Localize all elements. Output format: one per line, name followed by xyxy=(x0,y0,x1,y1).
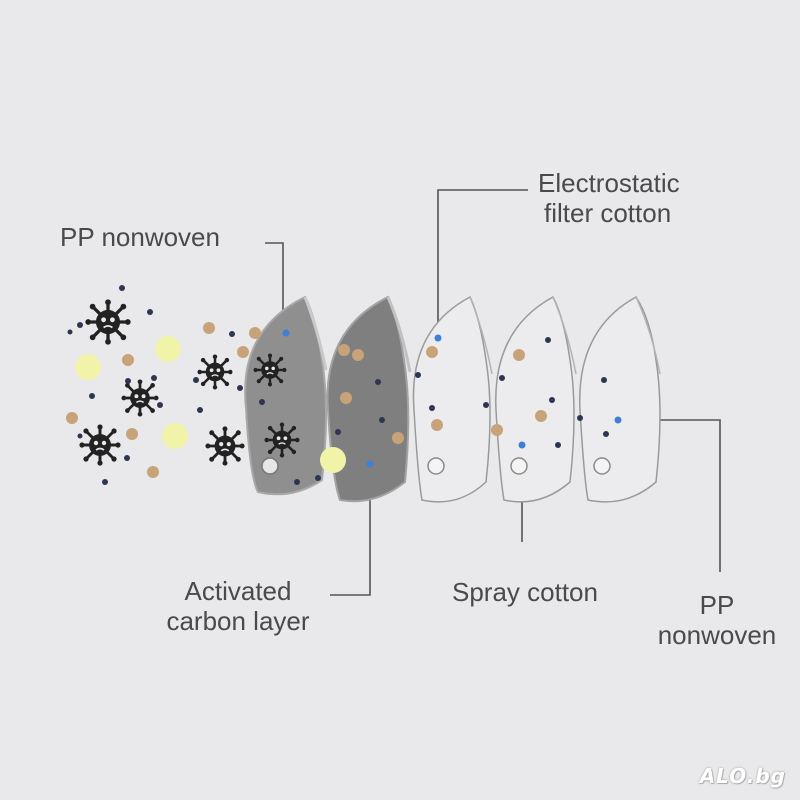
dust-particle-icon xyxy=(426,346,438,358)
pointer-carbon xyxy=(330,465,371,596)
valve-icon xyxy=(593,457,611,475)
tan-dust-particles xyxy=(66,322,547,478)
dust-particle-icon xyxy=(352,349,364,361)
valve-icon xyxy=(261,457,279,475)
dust-particle-icon xyxy=(535,410,547,422)
valve-icon xyxy=(510,457,528,475)
dust-particle-icon xyxy=(122,354,134,366)
label-line-1: PP xyxy=(699,590,735,620)
dust-particle-icon xyxy=(491,424,503,436)
dust-particle-icon xyxy=(66,412,78,424)
label-line-1: Electrostatic xyxy=(538,168,680,198)
dust-particle-icon xyxy=(431,419,443,431)
label-pp-nonwoven-inner: PP nonwoven xyxy=(642,590,792,650)
layer-electrostatic-filter xyxy=(412,295,493,503)
virus-icon xyxy=(83,297,133,347)
label-pp-nonwoven-outer: PP nonwoven xyxy=(60,222,220,252)
virus-icon xyxy=(252,352,288,388)
virus-icon xyxy=(263,421,301,459)
dust-particle-icon xyxy=(203,322,215,334)
pollen-icon xyxy=(155,336,181,362)
dust-particle-icon xyxy=(392,432,404,444)
valve-icon xyxy=(427,457,445,475)
dust-particle-icon xyxy=(147,466,159,478)
virus-icon xyxy=(77,422,123,468)
label-line-2: filter cotton xyxy=(544,198,672,228)
dust-particle-icon xyxy=(338,344,350,356)
label-electrostatic-filter-cotton: Electrostatic filter cotton xyxy=(538,168,680,228)
label-line-1: Activated xyxy=(184,576,292,606)
virus-icon xyxy=(120,378,160,418)
dust-particle-icon xyxy=(513,349,525,361)
label-text: PP nonwoven xyxy=(60,222,220,252)
label-text: Spray cotton xyxy=(452,577,598,607)
dust-particle-icon xyxy=(126,428,138,440)
layer-pp-nonwoven-inner xyxy=(579,296,661,503)
dust-particle-icon xyxy=(340,392,352,404)
pollen-particles xyxy=(75,336,346,473)
watermark-logo: ALO.bg xyxy=(699,764,786,788)
dust-particle-icon xyxy=(237,346,249,358)
label-activated-carbon-layer: Activated carbon layer xyxy=(150,576,326,636)
label-line-2: nonwoven xyxy=(657,620,777,650)
pollen-icon xyxy=(162,423,188,449)
dust-particle-icon xyxy=(249,327,261,339)
pollen-icon xyxy=(75,354,101,380)
pointer-pp-outer xyxy=(265,242,284,330)
label-spray-cotton: Spray cotton xyxy=(452,577,598,607)
layer-pp-nonwoven-outer xyxy=(244,295,328,496)
navy-particles xyxy=(67,285,609,485)
label-line-2: carbon layer xyxy=(166,606,310,636)
virus-icon xyxy=(196,353,234,391)
layer-spray-cotton xyxy=(495,295,577,503)
pointer-electrostatic xyxy=(437,189,528,338)
pollen-icon xyxy=(320,447,346,473)
virus-icon xyxy=(204,425,246,467)
pointer-endpoints xyxy=(282,329,622,468)
